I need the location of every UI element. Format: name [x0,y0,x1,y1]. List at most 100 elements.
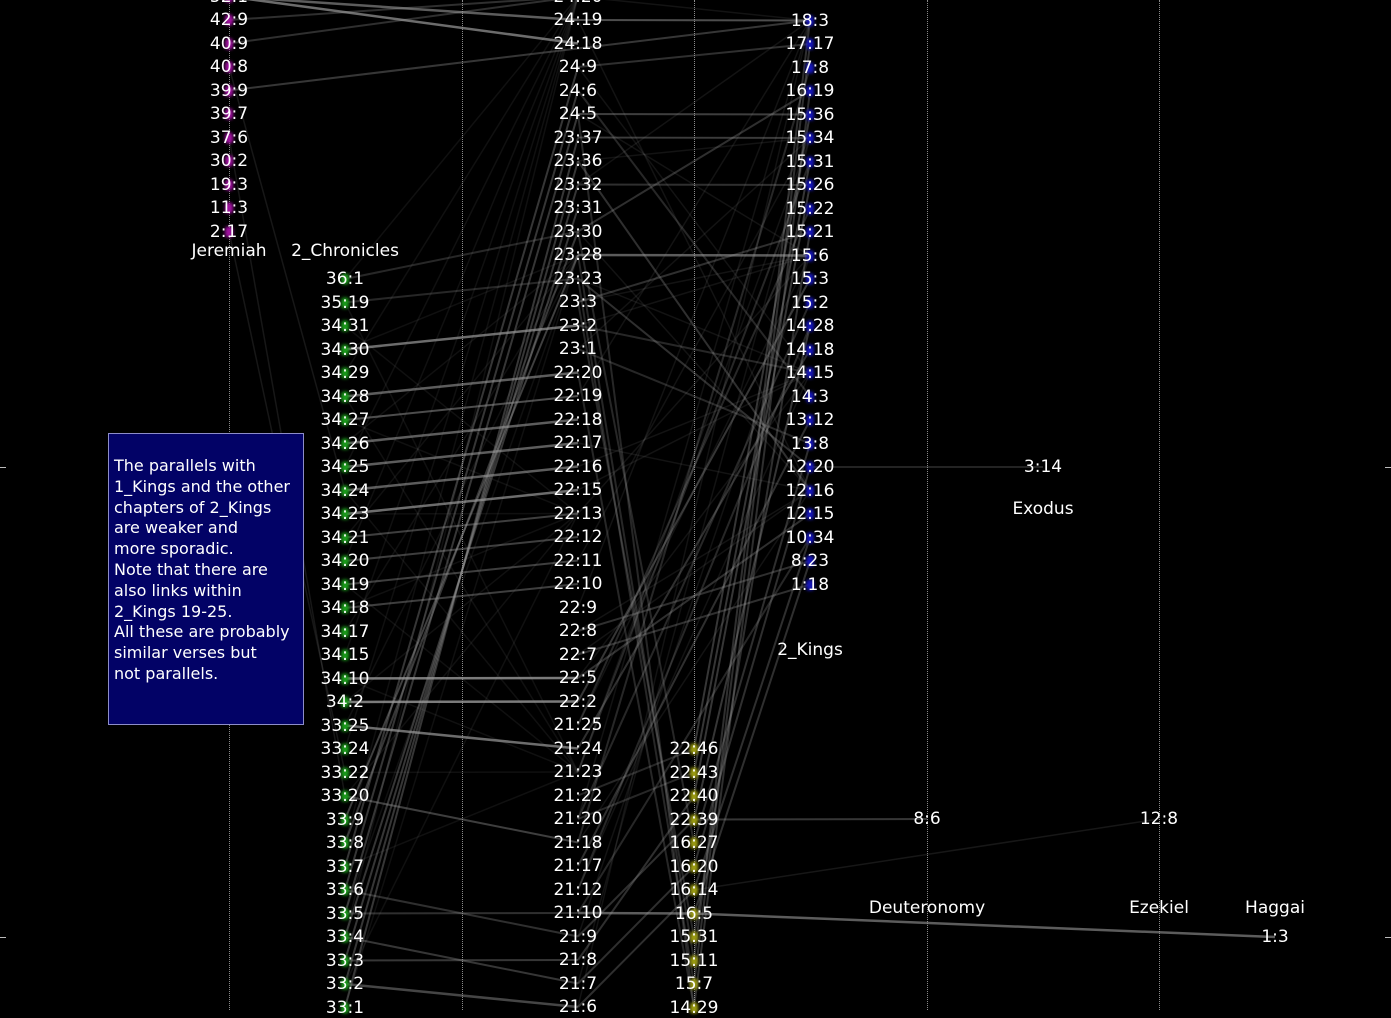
verse-marker [690,1002,698,1013]
verse-label: 15:11 [669,950,719,971]
explanation-note: The parallels with 1_Kings and the other… [108,433,304,725]
verse-label: 24:5 [558,104,598,124]
verse-marker [341,696,349,708]
verse-label: 22:19 [553,386,603,406]
verse-label: 16:27 [669,833,719,853]
verse-marker [806,391,814,402]
verse-label: 22:8 [558,621,598,641]
parallel-link [577,748,695,797]
verse-label: 22:13 [553,503,603,524]
verse-label: 34:10 [320,668,370,689]
parallel-link [577,489,811,632]
parallel-link [577,231,811,303]
verse-label: 23:3 [558,292,598,312]
verse-marker [806,297,814,308]
verse-label: 3:14 [1023,457,1063,477]
verse-label: 21:18 [553,832,603,853]
parallel-link [344,0,578,844]
verse-marker [690,931,698,943]
parallel-link [344,207,579,938]
verse-label: 21:20 [553,809,603,829]
verse-label: 24:20 [554,0,603,7]
parallel-link [693,184,811,797]
parallel-link [344,912,579,915]
verse-marker [806,179,814,191]
parallel-link [577,66,811,374]
parallel-link [344,0,578,468]
verse-marker [341,720,349,731]
parallel-link [344,254,579,538]
guide-4 [1159,0,1160,1010]
verse-label: 8:23 [790,551,830,571]
verse-label: 34:29 [320,363,370,383]
verse-label: 15:6 [790,245,830,266]
parallel-link [577,137,811,561]
verse-marker [341,626,349,637]
verse-label: 12:16 [785,480,835,501]
note-line: not parallels. [114,663,219,683]
verse-marker [225,108,233,120]
verse-marker [341,602,349,614]
verse-label: 24:19 [553,10,603,30]
parallel-link [344,371,579,398]
verse-label: 15:2 [790,292,830,313]
parallel-link [344,512,579,703]
verse-marker [806,532,814,543]
verse-label: 12:8 [1139,809,1179,829]
verse-label: 16:20 [669,856,719,877]
parallel-link [693,90,811,1008]
note-line: also links within [114,580,242,600]
parallel-link [577,19,811,22]
verse-label: 37:6 [209,127,249,148]
parallel-link [577,536,811,914]
verse-marker [806,109,814,120]
parallel-link [577,324,811,374]
parallel-link [344,0,578,938]
note-line: more sporadic. [114,539,234,559]
parallel-link [344,231,579,844]
verse-marker [690,814,698,825]
parallel-link [693,231,811,938]
verse-label: 22:15 [553,480,603,500]
verse-marker [225,202,233,214]
parallel-link [577,889,695,1008]
verse-label: 22:18 [553,409,603,430]
parallel-link [344,0,577,374]
note-line: Note that there are [114,559,268,579]
verse-label: 22:20 [553,362,603,383]
verse-label: 21:6 [558,997,598,1017]
parallel-link [344,395,579,421]
verse-label: 34:30 [320,339,370,360]
verse-label: 33:24 [320,739,370,759]
verse-label: 21:25 [553,715,603,735]
axis-tick-left-2 [0,937,6,938]
verse-label: 23:31 [553,198,603,218]
verse-label: 34:27 [320,410,370,430]
parallel-link [577,302,811,820]
parallel-link [577,136,811,139]
verse-label: 24:18 [553,33,603,54]
verse-marker [341,391,349,402]
verse-label: 16:19 [785,81,835,101]
verse-marker [225,179,233,190]
parallel-link [577,254,811,303]
verse-label: 23:23 [553,268,603,289]
parallel-link [344,676,579,680]
parallel-link [228,0,560,45]
parallel-link [577,254,695,961]
note-line: 1_Kings and the other [114,476,290,496]
verse-label: 21:17 [553,856,603,876]
verse-label: 1:3 [1261,927,1289,947]
note-line: are weaker and [114,518,238,538]
parallel-link [344,0,578,750]
parallel-link [693,818,1160,891]
parallel-link [577,795,695,961]
verse-label: 2:17 [209,221,249,242]
verse-marker [806,203,814,214]
parallel-link [577,911,695,915]
verse-marker [225,38,233,49]
book-label-jeremiah: Jeremiah [191,241,267,261]
book-label-deuteronomy: Deuteronomy [868,898,986,918]
parallel-link [262,0,579,22]
verse-marker [341,743,349,755]
